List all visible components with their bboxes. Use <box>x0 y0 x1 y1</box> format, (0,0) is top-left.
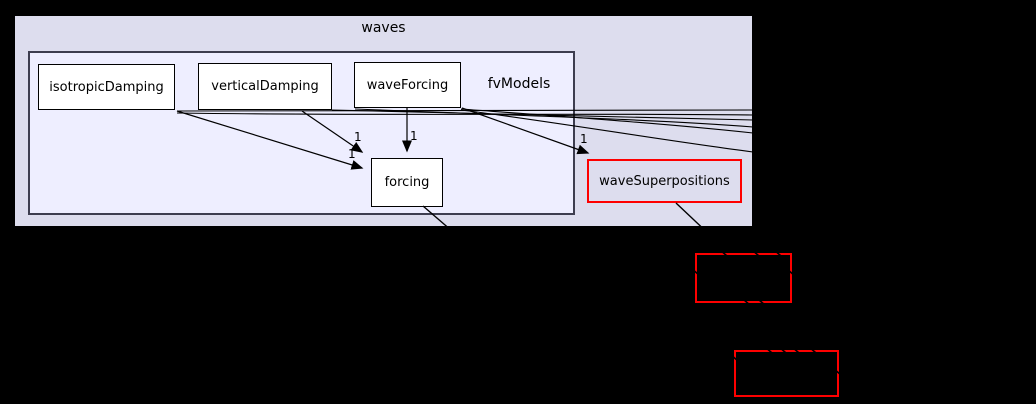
node-isotropicDamping-label: isotropicDamping <box>49 79 164 95</box>
node-waveSuperpositions-label: waveSuperpositions <box>599 173 730 189</box>
node-waveForcing[interactable]: waveForcing <box>354 62 461 108</box>
node-truncated-1[interactable] <box>695 253 792 303</box>
node-verticalDamping-label: verticalDamping <box>211 79 319 94</box>
edge-label-waveForcing-forcing: 1 <box>410 129 418 143</box>
edge-label-verticalDamping-forcing: 1 <box>354 130 362 144</box>
cluster-fvmodels-label: fvModels <box>487 76 551 92</box>
edge-label-waveForcing-waveSuperpositions: 1 <box>580 132 588 146</box>
node-truncated-2[interactable] <box>734 350 839 397</box>
edge-label-isotropicDamping-forcing: 1 <box>348 147 356 161</box>
node-forcing-label: forcing <box>384 175 430 190</box>
node-forcing[interactable]: forcing <box>371 158 443 207</box>
node-verticalDamping[interactable]: verticalDamping <box>198 63 332 110</box>
cluster-waves-label: waves <box>361 20 406 36</box>
node-waveForcing-label: waveForcing <box>366 77 449 93</box>
node-waveSuperpositions[interactable]: waveSuperpositions <box>587 159 742 203</box>
node-isotropicDamping[interactable]: isotropicDamping <box>38 64 175 110</box>
